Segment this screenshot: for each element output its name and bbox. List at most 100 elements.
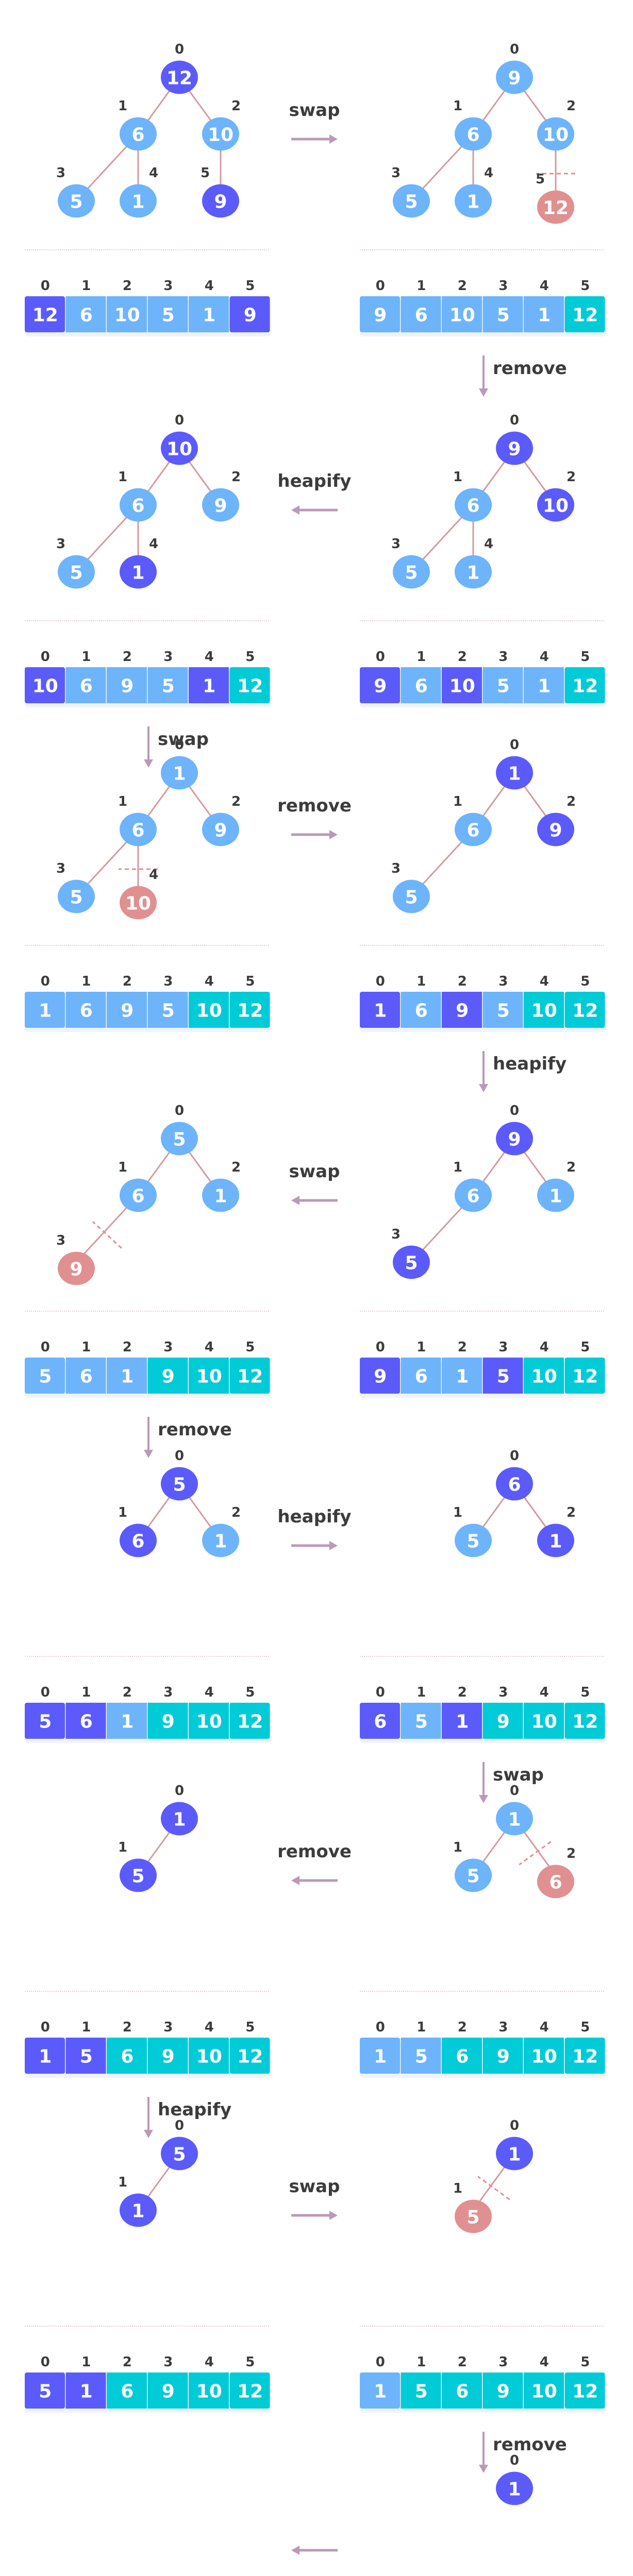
array-cell-value: 1 bbox=[456, 1366, 469, 1387]
tree-node-circle bbox=[120, 117, 157, 151]
array-cell: 125 bbox=[564, 1340, 605, 1394]
array-cell: 125 bbox=[564, 2354, 605, 2409]
array-cell-value: 10 bbox=[196, 1711, 222, 1733]
array-cell: 11 bbox=[65, 2354, 106, 2409]
tree-node-value: 5 bbox=[173, 1129, 186, 1150]
array-cell-value: 10 bbox=[531, 2046, 557, 2067]
tree-node-index: 1 bbox=[118, 1160, 127, 1175]
array-cell-value: 12 bbox=[572, 1711, 598, 1733]
array-cell-value: 12 bbox=[572, 1366, 598, 1387]
tree-node-index: 4 bbox=[149, 536, 158, 552]
array-cell-box bbox=[401, 1703, 441, 1739]
array-cell-box bbox=[25, 667, 65, 703]
tree-node: 50 bbox=[161, 2118, 198, 2171]
tree-node: 12 bbox=[537, 1160, 576, 1212]
tree-node-index: 1 bbox=[453, 2181, 462, 2196]
array-cell-box bbox=[189, 2372, 229, 2409]
tree-node-value: 6 bbox=[131, 125, 144, 146]
array-index: 2 bbox=[458, 1685, 467, 1700]
array-cell: 104 bbox=[524, 974, 564, 1028]
array-index: 5 bbox=[580, 649, 590, 665]
array-index: 1 bbox=[81, 2020, 91, 2035]
array-cell-box bbox=[524, 296, 564, 332]
tree-node-circle bbox=[120, 1858, 157, 1892]
array-cell-box bbox=[524, 2038, 564, 2074]
array-index: 4 bbox=[540, 649, 549, 665]
array-cell-value: 5 bbox=[162, 676, 175, 697]
tree-node: 53 bbox=[391, 861, 430, 913]
tree-node-value: 1 bbox=[508, 764, 521, 785]
array-cell-box bbox=[360, 1358, 400, 1394]
tree-node-index: 3 bbox=[56, 536, 65, 552]
array-cell: 53 bbox=[482, 974, 523, 1028]
tree-node: 10 bbox=[161, 1783, 198, 1836]
tree-node-index: 3 bbox=[391, 165, 401, 181]
tree-node-circle bbox=[58, 1251, 95, 1285]
tree-node-circle bbox=[202, 1523, 239, 1557]
array-index: 1 bbox=[81, 974, 91, 989]
step-arrow: swap bbox=[289, 100, 340, 144]
array-index: 3 bbox=[498, 1685, 508, 1700]
array-cell-box bbox=[147, 992, 188, 1028]
tree-node-index: 2 bbox=[567, 98, 576, 114]
array-cell-box bbox=[401, 296, 441, 332]
tree-node-circle bbox=[393, 184, 430, 218]
arrow-down-icon bbox=[479, 2465, 488, 2473]
tree-node-value: 10 bbox=[543, 496, 569, 517]
array-cell-value: 10 bbox=[531, 1001, 557, 1022]
tree-node: 102 bbox=[537, 98, 576, 151]
tree-node: 100 bbox=[161, 413, 198, 465]
array-index: 1 bbox=[81, 2354, 91, 2370]
array-index: 3 bbox=[163, 2354, 173, 2370]
tree-node: 10 bbox=[496, 2453, 533, 2505]
array-cell: 51 bbox=[65, 2020, 106, 2074]
array-cell-value: 12 bbox=[237, 1711, 263, 1733]
array-index: 4 bbox=[205, 278, 214, 294]
tree-node-circle bbox=[455, 555, 492, 589]
array-cell: 90 bbox=[360, 278, 400, 332]
array-cell-box bbox=[564, 2372, 605, 2409]
array-cell-value: 12 bbox=[572, 2046, 598, 2067]
array-cell: 93 bbox=[482, 2020, 523, 2074]
tree-node: 93 bbox=[56, 1233, 95, 1285]
tree-node-value: 9 bbox=[508, 68, 521, 89]
array-cell: 62 bbox=[442, 2020, 482, 2074]
array-cell-box bbox=[360, 2372, 400, 2409]
array-cell: 125 bbox=[229, 1685, 270, 1739]
array-cell-value: 5 bbox=[415, 1711, 428, 1733]
tree-node-value: 6 bbox=[467, 1186, 479, 1207]
array-index: 5 bbox=[245, 649, 255, 665]
arrow-right-icon bbox=[329, 134, 338, 144]
step-arrow: swap bbox=[289, 2176, 340, 2220]
tree-node-value: 6 bbox=[549, 1872, 562, 1893]
array-cell: 53 bbox=[147, 974, 188, 1028]
tree-node-circle bbox=[202, 1178, 239, 1212]
array-cell-box bbox=[147, 1703, 188, 1739]
tree-node-circle bbox=[496, 756, 533, 790]
array-cell-box bbox=[401, 667, 441, 703]
array-index: 0 bbox=[376, 974, 385, 989]
array-cell-value: 1 bbox=[203, 305, 215, 326]
array-cell-box bbox=[229, 2038, 270, 2074]
array-cell-box bbox=[147, 2038, 188, 2074]
array-cell-value: 5 bbox=[39, 1366, 52, 1387]
tree-node-circle bbox=[202, 184, 239, 218]
tree-node-value: 6 bbox=[131, 1531, 144, 1552]
arrow-label: swap bbox=[289, 1161, 340, 1182]
array-cell-value: 6 bbox=[80, 676, 93, 697]
array-index: 3 bbox=[498, 1340, 508, 1355]
tree-node-circle bbox=[58, 184, 95, 218]
array-cell-value: 5 bbox=[497, 1366, 510, 1387]
tree-node-index: 5 bbox=[536, 172, 545, 187]
array-index: 4 bbox=[205, 1685, 214, 1700]
array-cell: 100 bbox=[25, 649, 65, 703]
tree-node-value: 1 bbox=[173, 764, 186, 785]
array-cell-box bbox=[482, 296, 523, 332]
tree-node-circle bbox=[161, 1467, 198, 1501]
tree-node-circle bbox=[455, 1858, 492, 1892]
tree-node-index: 1 bbox=[453, 1160, 462, 1175]
